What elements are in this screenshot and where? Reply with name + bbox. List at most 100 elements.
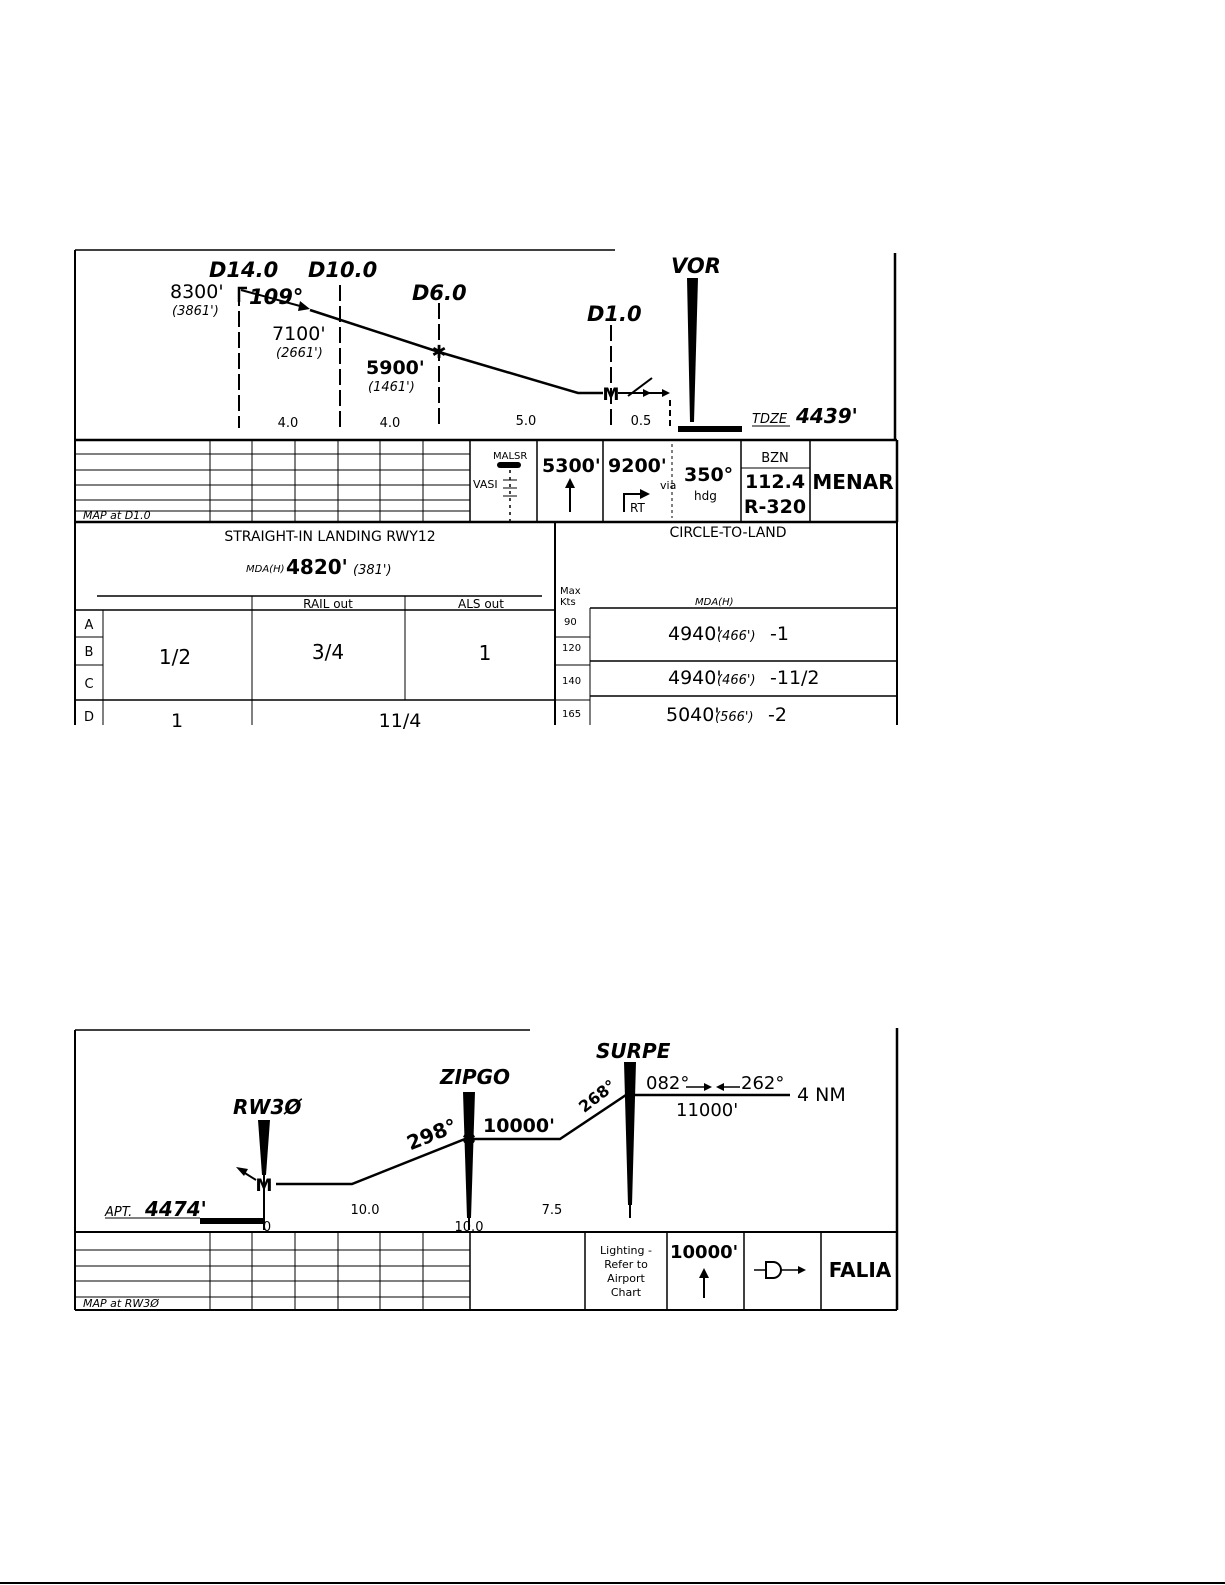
- map-m-icon: M: [603, 385, 620, 405]
- alt-7100-height: (2661'): [276, 346, 323, 361]
- missed-heading: 350°: [684, 464, 733, 486]
- lighting-line-2: Refer to: [604, 1258, 648, 1271]
- hold-alt: 11000': [676, 1100, 738, 1121]
- malsr-label: MALSR: [493, 451, 527, 462]
- course-298: 298°: [403, 1113, 460, 1155]
- fix-surpe: SURPE: [596, 1039, 671, 1063]
- alt-7100: 7100': [272, 323, 326, 345]
- fix-rw30: RW3Ø: [233, 1095, 302, 1119]
- fix-d14: D14.0: [209, 258, 278, 282]
- zipgo-cross-icon: ✱: [462, 1130, 476, 1150]
- circle-mda-3: 5040': [666, 704, 720, 726]
- alt-8300: 8300': [170, 281, 224, 303]
- circle-mda-3-h: (566'): [715, 710, 754, 725]
- alt-8300-height: (3861'): [172, 304, 219, 319]
- vis-straight: 1/2: [159, 645, 191, 669]
- via-label: via: [660, 479, 676, 492]
- nav-radial: R-320: [744, 496, 806, 518]
- nav-id: BZN: [761, 451, 789, 466]
- chart2-briefing-strip: MAP at RW3Ø Lighting - Refer to Airport …: [75, 1232, 897, 1311]
- straight-in-title: STRAIGHT-IN LANDING RWY12: [224, 529, 435, 545]
- col-rail-out: RAIL out: [303, 597, 353, 611]
- mda-value: 4820': [286, 555, 348, 579]
- lighting-line-4: Chart: [611, 1286, 642, 1299]
- circle-mda-1-h: (466'): [717, 629, 756, 644]
- vis-rail-out: 3/4: [312, 640, 344, 664]
- malsr-icon: [497, 462, 521, 468]
- circle-vis-2: -11/2: [770, 667, 820, 689]
- hdg-label: hdg: [694, 489, 717, 503]
- vis-als-out: 1: [479, 641, 492, 665]
- cat-b: B: [85, 645, 94, 660]
- speed-90: 90: [564, 617, 577, 628]
- hold-out-arrow-icon: [704, 1083, 712, 1091]
- dist-1: 4.0: [278, 416, 299, 431]
- max-label: Max: [560, 586, 581, 597]
- circle-title: CIRCLE-TO-LAND: [669, 525, 786, 541]
- hold-inbound: 262°: [741, 1073, 784, 1094]
- fix-vor: VOR: [671, 254, 721, 278]
- tdze-label: TDZE: [752, 412, 788, 427]
- col-als-out: ALS out: [458, 597, 504, 611]
- hold-outbound: 082°: [646, 1073, 689, 1094]
- vis-cat-d-out: 11/4: [379, 710, 422, 732]
- course-268: 268°: [575, 1076, 619, 1116]
- mda-height: (381'): [353, 563, 392, 578]
- nav-freq: 112.4: [745, 471, 805, 493]
- rw30-mast-icon: [258, 1120, 270, 1175]
- dist-rw30-zipgo: 10.0: [351, 1203, 380, 1218]
- alt-5900: 5900': [366, 357, 425, 379]
- right-turn-arrow-icon: [640, 489, 650, 499]
- cat-a: A: [85, 618, 94, 633]
- fix-symbol-icon: [754, 1261, 806, 1279]
- dist-zipgo-surpe: 7.5: [542, 1203, 563, 1218]
- missed-alt: 9200': [608, 455, 667, 477]
- chart1-briefing-strip: MAP at D1.0 MALSR VASI 5300' 9200' RT vi…: [75, 440, 899, 524]
- circle-mda-2: 4940': [668, 667, 722, 689]
- climb-arrow-2-icon: [699, 1268, 709, 1278]
- dist-3: 5.0: [516, 414, 537, 429]
- fix-menar: MENAR: [812, 470, 893, 494]
- faf-cross-icon: ✱: [431, 342, 446, 363]
- climb-arrow-icon: [565, 478, 575, 488]
- dist-2: 4.0: [380, 416, 401, 431]
- chart1-minimums: STRAIGHT-IN LANDING RWY12 MDA(H) 4820' (…: [75, 522, 898, 732]
- hold-in-arrow-icon: [716, 1083, 724, 1091]
- circle-mda-1: 4940': [668, 623, 722, 645]
- cat-c: C: [84, 677, 93, 692]
- vor-mast-icon: [687, 278, 698, 422]
- cat-d: D: [84, 710, 94, 725]
- hold-length: 4 NM: [797, 1084, 846, 1106]
- rt-label: RT: [630, 501, 645, 515]
- lighting-line-1: Lighting -: [600, 1244, 652, 1257]
- circle-mda-2-h: (466'): [717, 673, 756, 688]
- climb-alt: 5300': [542, 455, 601, 477]
- chart1-profile: ✱ M D14.0 D10.0 D6.0 D1.0 VOR 8300' (386…: [74, 249, 897, 725]
- mda-label: MDA(H): [246, 564, 285, 575]
- tdze-value: 4439': [795, 404, 858, 428]
- kts-label: Kts: [560, 597, 576, 608]
- circle-mda-label: MDA(H): [695, 597, 734, 608]
- map-note-1: MAP at D1.0: [83, 509, 151, 522]
- zipgo-alt: 10000': [483, 1115, 555, 1137]
- circle-vis-3: -2: [768, 704, 787, 726]
- mark-0: 0: [263, 1220, 271, 1235]
- circle-vis-1: -1: [770, 623, 789, 645]
- fix-falia: FALIA: [829, 1258, 892, 1282]
- speed-120: 120: [562, 643, 581, 654]
- chart2-profile: M ✱ RW3Ø ZIPGO SURPE 298° 268° 10000' 08…: [74, 1028, 899, 1310]
- vis-cat-d: 1: [171, 710, 183, 732]
- vasi-label: VASI: [473, 478, 498, 491]
- surpe-mast-icon: [624, 1062, 636, 1205]
- course-109: 109°: [249, 285, 303, 309]
- alt-5900-height: (1461'): [368, 380, 415, 395]
- rw30-m-icon: M: [256, 1176, 273, 1196]
- runway-bar: [678, 426, 742, 432]
- lighting-line-3: Airport: [607, 1272, 645, 1285]
- speed-140: 140: [562, 676, 581, 687]
- speed-165: 165: [562, 709, 581, 720]
- fix-d10: D10.0: [308, 258, 377, 282]
- fix-d1: D1.0: [587, 302, 642, 326]
- dist-4: 0.5: [631, 414, 652, 429]
